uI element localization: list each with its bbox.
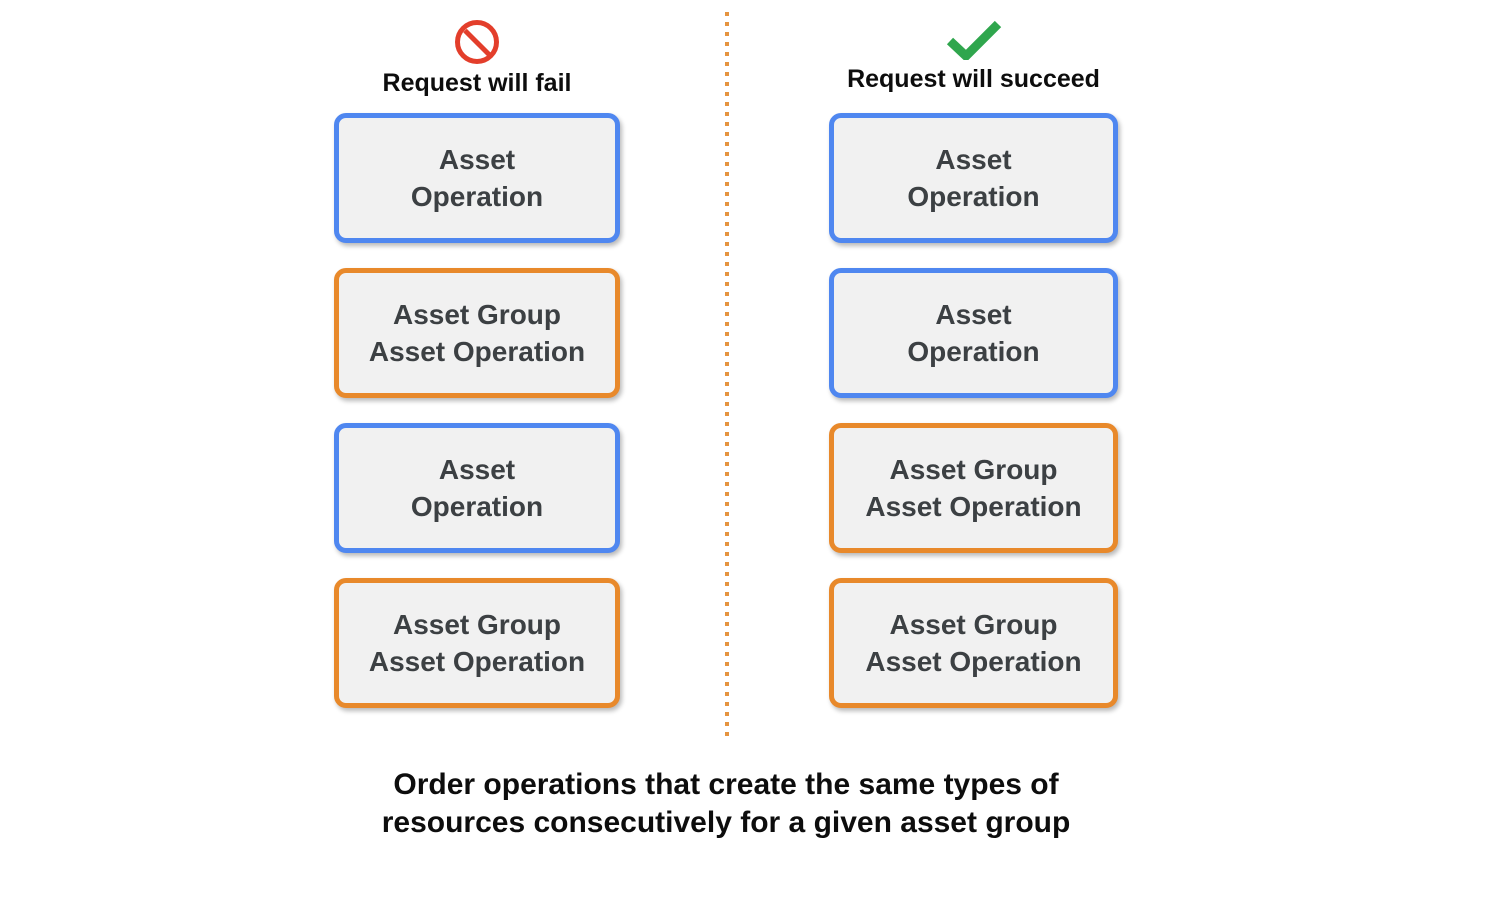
succeed-box-asset-operation-2: Asset Operation bbox=[829, 268, 1118, 398]
box-label: Asset Operation bbox=[410, 144, 544, 212]
check-icon bbox=[946, 20, 1001, 60]
box-label: Asset Operation bbox=[907, 299, 1040, 367]
fail-box-asset-group-asset-operation-2: Asset Group Asset Operation bbox=[334, 578, 620, 708]
succeed-box-asset-group-asset-operation-2: Asset Group Asset Operation bbox=[829, 578, 1118, 708]
box-label: Asset Group Asset Operation bbox=[368, 299, 586, 367]
succeed-box-asset-group-asset-operation-1: Asset Group Asset Operation bbox=[829, 423, 1118, 553]
box-label: Asset Operation bbox=[907, 144, 1040, 212]
box-label: Asset Group Asset Operation bbox=[865, 609, 1082, 677]
succeed-column-header: Request will succeed bbox=[829, 20, 1118, 94]
fail-box-asset-operation-1: Asset Operation bbox=[334, 113, 620, 243]
box-label: Asset Group Asset Operation bbox=[368, 609, 586, 677]
box-label: Asset Group Asset Operation bbox=[865, 454, 1082, 522]
fail-header-label: Request will fail bbox=[382, 69, 572, 97]
prohibited-icon bbox=[455, 20, 499, 64]
succeed-box-asset-operation-1: Asset Operation bbox=[829, 113, 1118, 243]
fail-box-asset-group-asset-operation-1: Asset Group Asset Operation bbox=[334, 268, 620, 398]
box-label: Asset Operation bbox=[410, 454, 544, 522]
fail-box-asset-operation-2: Asset Operation bbox=[334, 423, 620, 553]
dotted-divider bbox=[725, 12, 729, 740]
diagram-caption: Order operations that create the same ty… bbox=[381, 768, 1071, 839]
succeed-header-label: Request will succeed bbox=[847, 65, 1100, 93]
fail-column-header: Request will fail bbox=[334, 20, 620, 98]
